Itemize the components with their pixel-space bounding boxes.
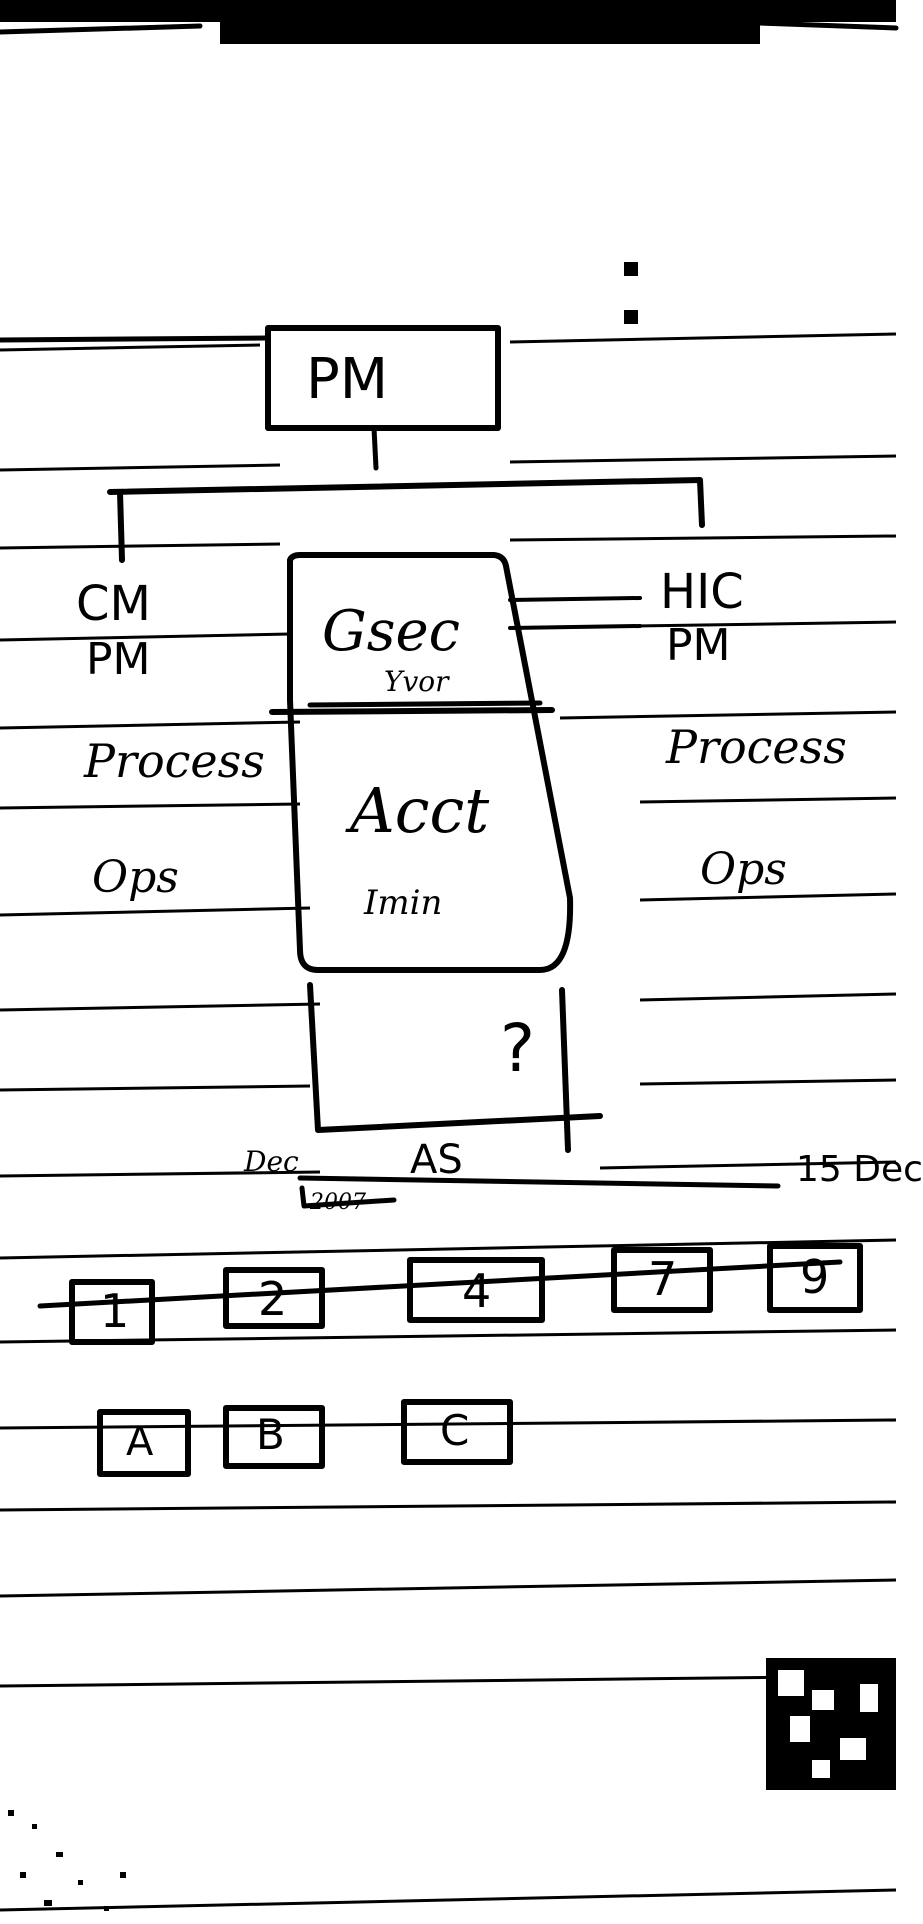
number-row-line [37,1259,843,1309]
binding-hole-2 [624,310,638,324]
scan-edge-stroke [0,15,899,35]
timeline-center-label: AS [410,1137,463,1183]
stack-bottom-label: ? [500,1010,536,1087]
right-title-line2: PM [666,620,731,671]
right-ops: Ops [700,844,787,895]
org-bracket [107,477,705,563]
left-title-line1: CM [76,576,151,632]
page-drawing [0,0,899,1912]
center-stack-lower [307,982,603,1153]
right-title-line1: HIC [660,564,744,620]
letter-boxes [97,1399,513,1477]
box-label-4: 4 [462,1264,492,1318]
box-label-c: C [440,1406,470,1455]
pm-label: PM [306,347,389,412]
stack-middle-label: Acct [350,774,490,847]
box-label-1: 1 [100,1284,130,1338]
box-label-2: 2 [258,1272,288,1326]
stack-top-sublabel: Yvor [384,665,449,698]
timeline-line [297,1175,781,1189]
stack-divider [269,707,555,715]
left-ops: Ops [92,852,179,903]
box-label-a: A [126,1419,154,1465]
stack-top-label: Gsec [322,599,460,664]
number-boxes [69,1243,863,1345]
pm-stem [371,425,379,471]
center-stack-upper [287,552,574,973]
timeline-left-sublabel: 2007 [310,1190,366,1215]
scan-noise [8,1810,126,1911]
stack-middle-sublabel: Imin [364,883,443,923]
timeline-right-label: 15 Dec [796,1149,923,1190]
connector-left-to-pm [0,335,271,343]
qr-code [766,1658,896,1790]
timeline-left-label: Dec [244,1145,299,1178]
scan-dark-edge [0,0,896,22]
right-process: Process [666,720,847,774]
box-label-9: 9 [800,1250,830,1304]
timeline-marker [299,1185,397,1209]
left-process: Process [84,734,265,788]
scan-dark-edge-bump [220,18,760,44]
binding-hole-1 [624,262,638,276]
box-label-7: 7 [648,1252,678,1306]
left-title-line2: PM [86,634,151,685]
stack-right-rule [508,596,642,630]
stack-divider-top [307,700,543,708]
pm-box [265,325,501,431]
box-label-b: B [256,1410,285,1459]
